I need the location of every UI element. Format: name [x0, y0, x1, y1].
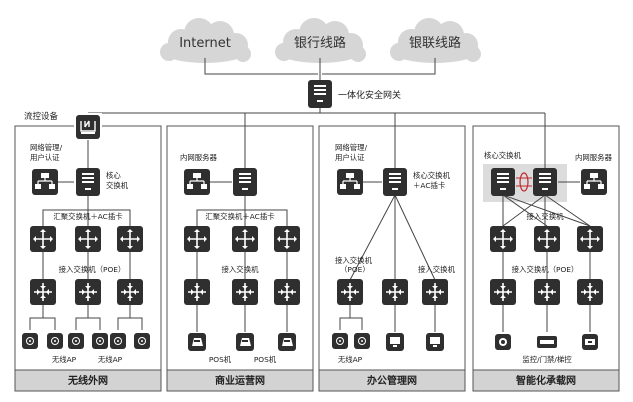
zone-title-commercial: 商业运营网	[215, 374, 265, 387]
mgmt-server-icon	[336, 168, 364, 196]
wireless-ap-icon	[353, 332, 371, 350]
access-poe-label-4: 接入交换机（POE）	[512, 265, 579, 274]
agg-switch-icon	[116, 225, 144, 253]
core-label-4: 核心交换机	[484, 151, 522, 160]
access-switch-icon	[336, 278, 364, 306]
agg-switch-icon	[273, 225, 301, 253]
core-label-1: 核心	[106, 171, 121, 180]
access-switch-icon	[273, 278, 301, 306]
smart-devices-label: 监控/门禁/梯控	[522, 355, 572, 364]
wireless-ap-icon	[133, 332, 151, 350]
cloud-internet-label: Internet	[179, 36, 231, 51]
wireless-ap-icon	[331, 332, 349, 350]
access-switch-icon	[533, 278, 561, 306]
pos-terminal-icon	[188, 333, 206, 351]
access-switch-icon	[116, 278, 144, 306]
core-switch-icon	[533, 168, 557, 196]
cloud-bank-line: 银行线路	[275, 18, 366, 63]
access-switch-icon	[421, 278, 449, 306]
access-label-3b: （POE）	[340, 265, 370, 274]
access-switch-icon	[29, 278, 57, 306]
core-switch-icon	[233, 168, 257, 196]
access-switch-icon	[381, 278, 409, 306]
pos-terminal-icon	[236, 333, 254, 351]
zone-title-office: 办公管理网	[367, 374, 417, 387]
agg-label: 汇聚交换机＋AC插卡	[53, 212, 122, 221]
wireless-ap-icon	[46, 332, 64, 350]
zone-wireless: 网络管理/ 用户认证 核心 交换机 汇聚交换机＋AC插卡 接入交换机（POE） …	[21, 140, 151, 364]
pos-label-1: POS机	[209, 355, 232, 364]
auth-label-1: 用户认证	[30, 153, 60, 162]
camera-icon	[495, 334, 511, 350]
zone-smart: 核心交换机 内网服务器 接入交换机 接入交换机（POE） 监控/门禁/梯控	[483, 126, 613, 364]
wireless-ap-icon	[21, 332, 39, 350]
cloud-unionpay-label: 银联线路	[409, 35, 461, 51]
zone-title-smart: 智能化承载网	[516, 374, 576, 387]
agg-switch-icon	[231, 225, 259, 253]
access-gate-icon	[537, 336, 557, 348]
access-switch-icon	[74, 278, 102, 306]
access-switch-icon	[489, 225, 517, 253]
cloud-bank-label: 银行线路	[294, 35, 346, 51]
access-switch-icon	[231, 278, 259, 306]
gateway-device	[308, 80, 332, 108]
auth-label-3: 用户认证	[335, 153, 365, 162]
core-switch-icon	[383, 168, 407, 196]
access-poe-label: 接入交换机（POE）	[59, 265, 126, 274]
gateway-label: 一体化安全网关	[338, 89, 401, 101]
access-label-3c: 接入交换机	[418, 265, 456, 274]
wireless-ap-icon	[67, 332, 85, 350]
ap-label-3: 无线AP	[338, 355, 363, 364]
server-label-2: 内网服务器	[180, 153, 218, 162]
access-label-3a: 接入交换机	[335, 256, 373, 265]
wireless-ap-icon	[109, 332, 127, 350]
access-switch-icon	[489, 278, 517, 306]
access-switch-icon	[183, 278, 211, 306]
ap-label-1: 无线AP	[52, 355, 77, 364]
elevator-control-icon	[582, 334, 598, 350]
pos-label-2: POS机	[254, 355, 277, 364]
access-switch-icon	[576, 278, 604, 306]
zone-office: 网络管理/ 用户认证 核心交换机 ＋AC插卡 接入交换机 （POE） 接入交换机…	[331, 126, 456, 364]
zone-title-wireless: 无线外网	[67, 374, 108, 387]
pc-icon	[426, 333, 444, 351]
core-label-3b: ＋AC插卡	[413, 181, 445, 190]
intranet-server-icon	[580, 168, 608, 196]
access-label-4: 接入交换机	[527, 212, 565, 221]
pc-icon	[386, 333, 404, 351]
cloud-unionpay-line: 银联线路	[390, 18, 481, 63]
stack-link	[516, 172, 532, 192]
core-label-3a: 核心交换机	[413, 171, 451, 180]
wireless-ap-icon	[91, 332, 109, 350]
core-switch-icon	[76, 168, 100, 196]
flow-control-device-top	[74, 113, 102, 141]
core-label-2: 交换机	[106, 181, 129, 190]
cloud-internet: Internet	[160, 18, 251, 63]
access-label-2: 接入交换机	[222, 265, 260, 274]
mgmt-label-1: 网络管理/	[30, 143, 63, 152]
mgmt-server-icon	[31, 168, 59, 196]
zone-commercial: 内网服务器 汇聚交换机＋AC插卡 接入交换机 POS机 POS机	[180, 126, 301, 364]
agg-switch-icon	[183, 225, 211, 253]
ap-label-2: 无线AP	[98, 355, 123, 364]
flow-device-label: 流控设备	[24, 111, 59, 122]
pos-terminal-icon	[278, 333, 296, 351]
intranet-server-icon	[183, 168, 211, 196]
agg-label-2: 汇聚交换机＋AC插卡	[205, 212, 274, 221]
agg-switch-icon	[29, 225, 57, 253]
mgmt-label-3: 网络管理/	[335, 143, 368, 152]
agg-switch-icon	[74, 225, 102, 253]
access-switch-icon	[533, 225, 561, 253]
core-switch-icon	[491, 168, 515, 196]
access-switch-icon	[576, 225, 604, 253]
server-label-4: 内网服务器	[575, 153, 613, 162]
